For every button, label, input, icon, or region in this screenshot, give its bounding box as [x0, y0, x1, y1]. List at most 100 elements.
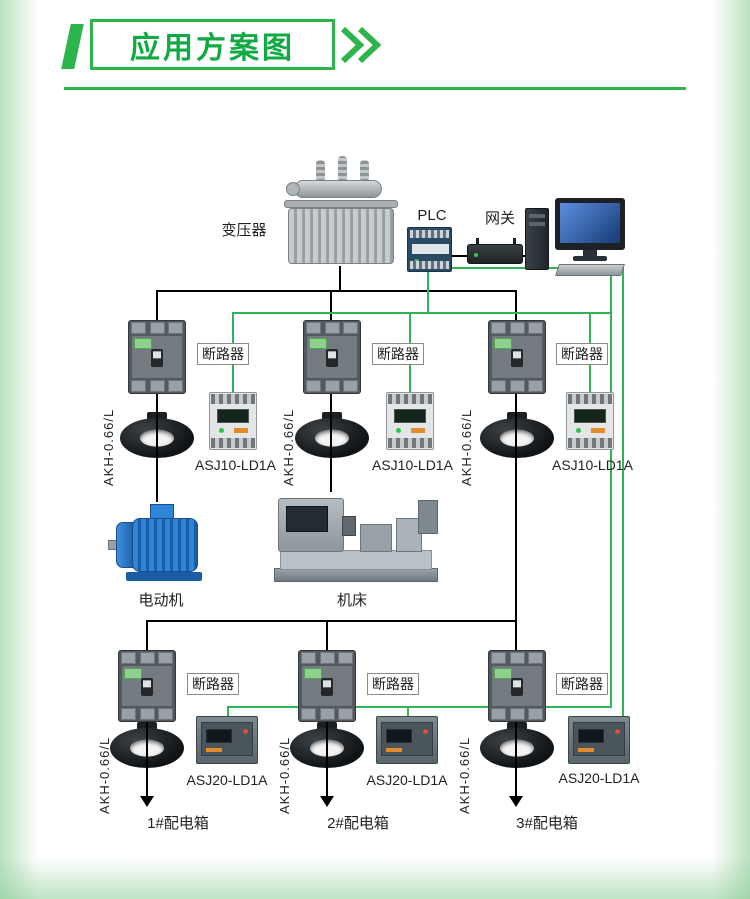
transformer-bushing [360, 160, 369, 182]
machine-bed [280, 550, 432, 570]
double-chevron-icon [340, 26, 382, 64]
power-line [330, 292, 332, 320]
transformer-bushing [316, 160, 325, 182]
circuit-breaker-graphic [298, 650, 356, 722]
computer-graphic [525, 198, 629, 278]
gateway-device [467, 238, 523, 264]
machine-tool-label: 机床 [336, 592, 367, 609]
breaker-terminals [131, 380, 183, 392]
transformer-conservator [294, 180, 382, 198]
breaker-label: 断路器 [556, 673, 608, 695]
asj10-relay-graphic [566, 392, 614, 450]
machine-carriage [360, 524, 392, 552]
signal-line [622, 267, 624, 718]
asj20-relay-graphic [568, 716, 630, 764]
power-line [156, 292, 158, 320]
signal-line [610, 267, 612, 708]
power-line [330, 394, 332, 492]
transformer-lid [284, 200, 398, 208]
current-transformer-graphic [295, 412, 369, 458]
circuit-breaker-graphic [303, 320, 361, 394]
machine-chuck [342, 516, 356, 536]
signal-line [407, 708, 409, 718]
current-transformer-graphic [480, 412, 554, 458]
computer-keyboard [555, 264, 625, 276]
power-line [146, 722, 148, 798]
asj10-relay-graphic [209, 392, 257, 450]
relay-asj20-label: ASJ20-LD1A [366, 772, 448, 788]
breaker-label: 断路器 [372, 343, 424, 365]
plc-device [407, 227, 452, 272]
machine-window [286, 506, 328, 532]
power-line [156, 394, 158, 502]
transformer-graphic [282, 156, 400, 268]
current-transformer-graphic [480, 722, 554, 768]
asj20-relay-graphic [376, 716, 438, 764]
arrow-down-icon [509, 796, 523, 807]
motor-fins [132, 518, 198, 572]
computer-tower-drive [529, 214, 545, 218]
relay-asj10-label: ASJ10-LD1A [552, 457, 633, 473]
transformer-label: 变压器 [221, 222, 267, 239]
gateway-antenna [476, 238, 479, 245]
power-line [326, 722, 328, 798]
plc-terminal-strip [410, 230, 449, 238]
power-line [326, 622, 328, 650]
computer-monitor-base [573, 256, 607, 261]
page-title-box: 应用方案图 [90, 19, 335, 70]
transformer-tank [288, 208, 394, 264]
plc-terminal-strip [410, 261, 449, 269]
computer-tower [525, 208, 549, 270]
plc-label-band [412, 244, 449, 254]
distribution-box-label: 1#配电箱 [147, 815, 209, 832]
gateway-antenna [513, 238, 516, 245]
power-line [515, 722, 517, 798]
circuit-breaker-graphic [128, 320, 186, 394]
gateway-label: 网关 [484, 210, 515, 227]
relay-display [206, 729, 232, 743]
bus-line [156, 290, 517, 292]
signal-line [227, 708, 229, 718]
relay-led [243, 729, 248, 734]
machine-tool-graphic [272, 490, 442, 586]
computer-tower-drive [529, 222, 545, 226]
breaker-label: 断路器 [367, 673, 419, 695]
machine-tailstock [396, 518, 422, 552]
breaker-terminals [131, 322, 183, 334]
relay-led [219, 428, 224, 433]
title-accent-bar [61, 24, 84, 69]
power-line [515, 622, 517, 650]
signal-line [227, 706, 612, 708]
gateway-led [474, 253, 478, 257]
arrow-down-icon [320, 796, 334, 807]
plc-label: PLC [417, 207, 447, 224]
breaker-label: 断路器 [187, 673, 239, 695]
relay-asj20-label: ASJ20-LD1A [558, 770, 640, 786]
motor-label: 电动机 [138, 592, 184, 609]
distribution-box-label: 3#配电箱 [516, 815, 578, 832]
circuit-breaker-graphic [118, 650, 176, 722]
circuit-breaker-graphic [488, 650, 546, 722]
machine-control-panel [418, 500, 438, 534]
power-line [515, 394, 517, 620]
bus-line [146, 620, 517, 622]
ct-label: AKH-0.66/L [457, 736, 472, 814]
asj20-relay-graphic [196, 716, 258, 764]
power-line [339, 266, 341, 292]
ct-label: AKH-0.66/L [281, 408, 296, 486]
breaker-label: 断路器 [197, 343, 249, 365]
signal-line [232, 312, 612, 314]
asj10-relay-graphic [386, 392, 434, 450]
machine-base [274, 568, 438, 582]
relay-asj20-label: ASJ20-LD1A [186, 772, 268, 788]
ct-label: AKH-0.66/L [101, 408, 116, 486]
relay-asj10-label: ASJ10-LD1A [195, 457, 276, 473]
page-title: 应用方案图 [130, 31, 295, 65]
breaker-rating-sticker [134, 338, 152, 349]
breaker-label: 断路器 [556, 343, 608, 365]
ct-label: AKH-0.66/L [97, 736, 112, 814]
motor-base [126, 572, 202, 581]
motor-graphic [108, 500, 212, 590]
circuit-breaker-graphic [488, 320, 546, 394]
